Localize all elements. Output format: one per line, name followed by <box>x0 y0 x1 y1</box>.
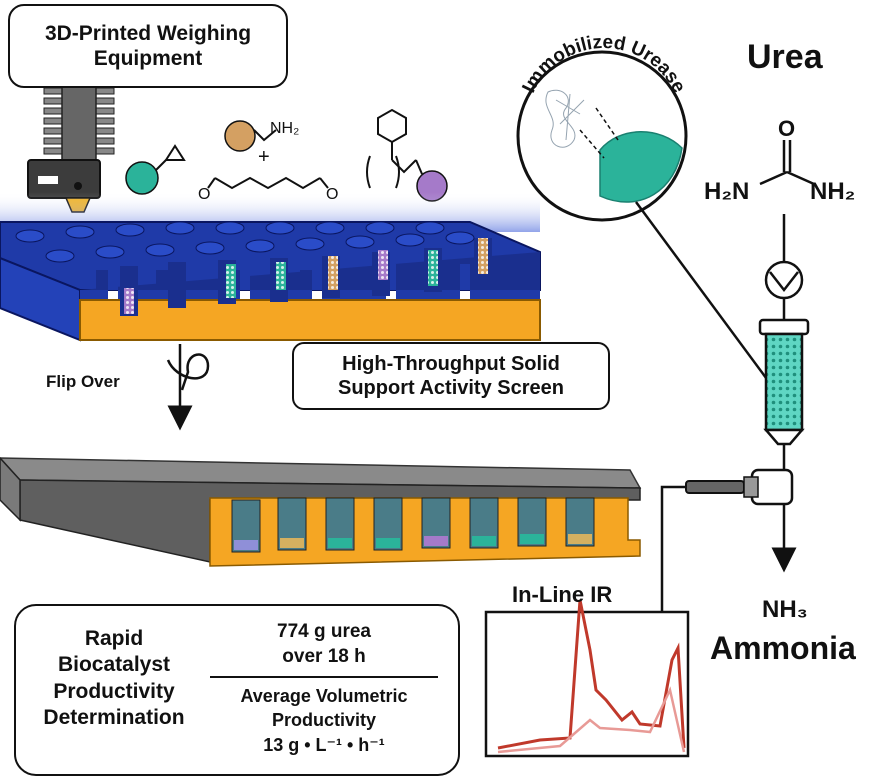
product-formula: NH₃ <box>762 596 808 623</box>
plus-sign: + <box>258 146 270 168</box>
urea-title: Urea <box>747 38 823 76</box>
results-bottom-line-2: Productivity <box>271 710 377 731</box>
results-left-line-2: Biocatalyst <box>57 653 171 677</box>
results-left-line-4: Determination <box>43 705 185 729</box>
results-top-line-2: over 18 h <box>282 645 366 667</box>
epoxide-bead-icon <box>125 144 186 195</box>
amine-bead-icon <box>224 120 277 152</box>
flip-over-label: Flip Over <box>46 372 120 391</box>
results-left-text: Rapid Biocatalyst Productivity Determina… <box>24 626 204 731</box>
title-line-2: Equipment <box>93 47 203 70</box>
glutaraldehyde-icon <box>207 176 329 190</box>
results-bottom-text: Average Volumetric Productivity 13 g • L… <box>210 684 438 757</box>
ir-label: In-Line IR <box>512 582 613 607</box>
screen-line-1: High-Throughput Solid <box>342 353 560 375</box>
results-left-line-3: Productivity <box>53 679 175 703</box>
results-bottom-line-3: 13 g • L⁻¹ • h⁻¹ <box>263 734 385 755</box>
screen-line-2: Support Activity Screen <box>338 377 564 399</box>
results-left-line-1: Rapid <box>84 627 144 650</box>
polystyrene-bead-icon <box>366 108 448 202</box>
flip-arrow-icon <box>166 344 210 431</box>
aldehyde-o-right: O <box>326 186 339 203</box>
urea-right-amine: NH₂ <box>810 178 856 205</box>
results-bottom-line-1: Average Volumetric <box>240 686 408 706</box>
flipped-plate <box>0 456 642 567</box>
results-top-text: 774 g urea over 18 h <box>210 620 438 669</box>
title-line-1: 3D-Printed Weighing <box>44 21 252 45</box>
urea-structure-icon <box>759 140 815 186</box>
title-box: 3D-Printed Weighing Equipment <box>8 4 288 88</box>
results-box <box>14 604 460 776</box>
amine-label: NH₂ <box>270 120 300 137</box>
ir-spectrum <box>484 599 690 758</box>
aldehyde-o-left: O <box>198 186 211 203</box>
urease-magnifier <box>516 50 774 387</box>
screen-box: High-Throughput Solid Support Activity S… <box>292 342 610 410</box>
results-top-line-1: 774 g urea <box>277 621 371 642</box>
screening-plate <box>0 192 541 342</box>
urea-oxygen: O <box>778 116 796 141</box>
flow-system <box>660 214 810 616</box>
urea-left-amine: H₂N <box>704 178 750 205</box>
product-name: Ammonia <box>710 630 856 666</box>
